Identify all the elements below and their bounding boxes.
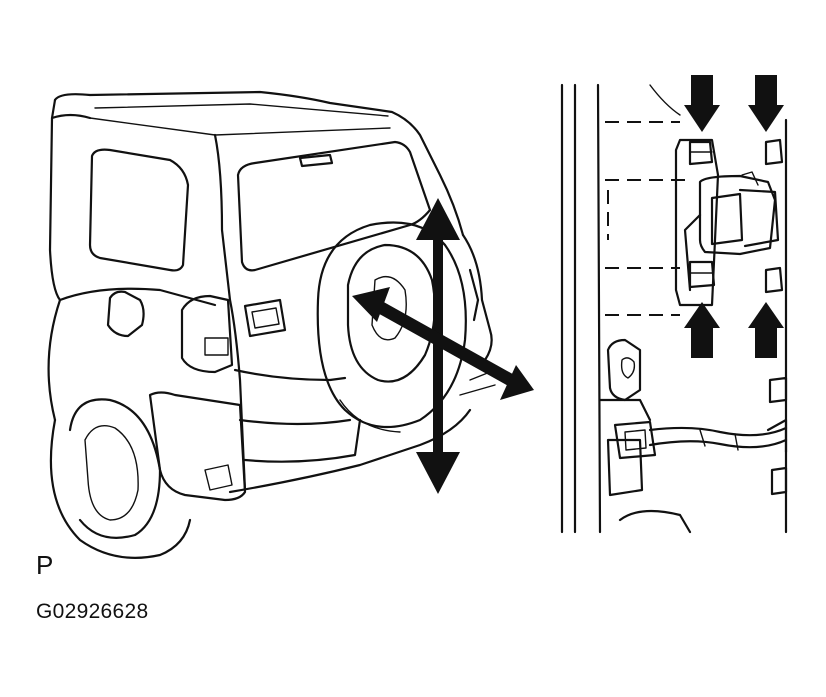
figure-code-label: G02926628 [36, 600, 149, 623]
vehicle-rear-view [47, 90, 496, 559]
adjust-direction-arrows-icon [352, 198, 534, 494]
hinge-detail-view [560, 83, 788, 534]
view-marker-label: P [36, 550, 54, 580]
bolt-location-arrows-icon [684, 75, 784, 358]
